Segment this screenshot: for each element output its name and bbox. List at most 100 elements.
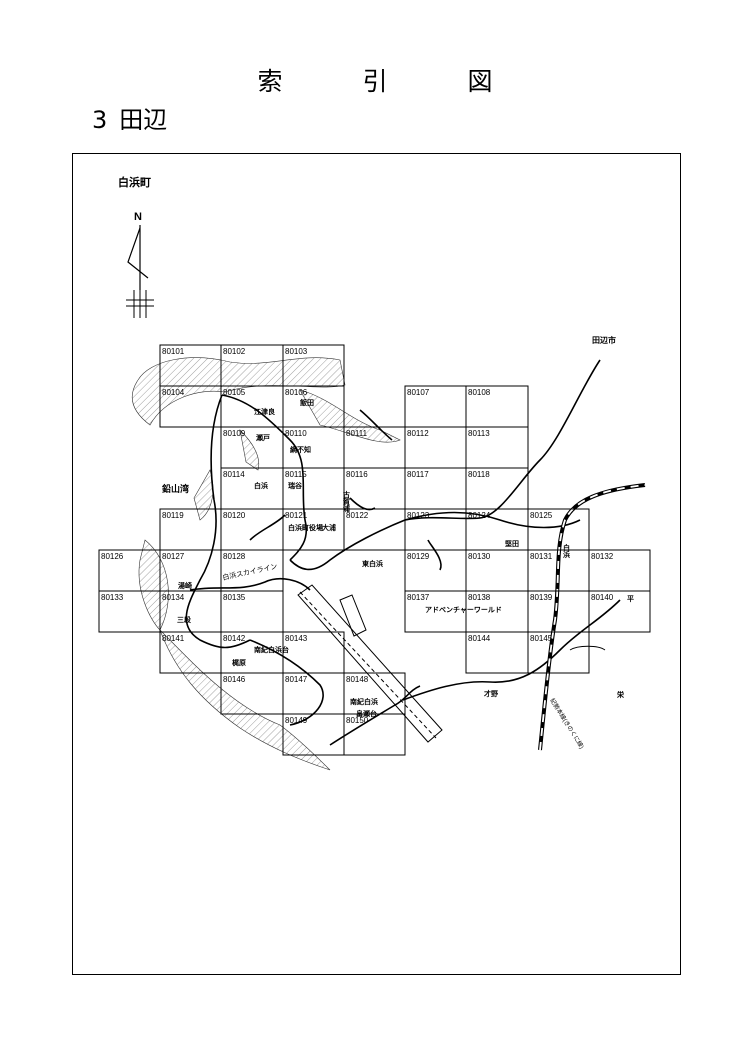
map-tile-number: 80114 bbox=[223, 470, 245, 479]
map-tile-number: 80148 bbox=[346, 675, 369, 684]
map-tile[interactable]: 80114 bbox=[220, 467, 284, 510]
place-label: 白浜町役場 bbox=[288, 523, 323, 532]
map-tile[interactable]: 80135 bbox=[220, 590, 284, 633]
place-label: 平 bbox=[627, 595, 634, 603]
map-tile-number: 80125 bbox=[530, 511, 553, 520]
bay-label: 鉛山湾 bbox=[161, 483, 189, 494]
map-tile-number: 80115 bbox=[285, 470, 307, 479]
map-tile-border bbox=[343, 713, 406, 756]
map-tile-number: 80127 bbox=[162, 552, 185, 561]
map-tile-number: 80118 bbox=[468, 470, 490, 479]
map-tile-number: 80139 bbox=[530, 593, 553, 602]
map-tile-number: 80110 bbox=[285, 429, 307, 438]
map-tile-number: 80102 bbox=[223, 347, 246, 356]
map-tile[interactable]: 80113 bbox=[465, 426, 529, 469]
place-label: 堅田 bbox=[505, 539, 519, 548]
map-tile-number: 80105 bbox=[223, 388, 246, 397]
map-tile-number: 80138 bbox=[468, 593, 491, 602]
map-tile-number: 80132 bbox=[591, 552, 614, 561]
map-tile-number: 80101 bbox=[162, 347, 185, 356]
map-tile[interactable]: 80117 bbox=[404, 467, 467, 510]
map-tile-number: 80133 bbox=[101, 593, 124, 602]
place-label: 白浜 bbox=[563, 543, 571, 559]
map-tile[interactable]: 80119 bbox=[159, 508, 222, 551]
place-label: 紀勢本線(きのくに線) bbox=[548, 697, 586, 750]
airport-runway bbox=[297, 584, 443, 743]
map-tile-number: 80144 bbox=[468, 634, 491, 643]
map-tile[interactable]: 80122 bbox=[343, 508, 406, 551]
place-label: 才野 bbox=[484, 689, 498, 698]
map-tile-number: 80149 bbox=[285, 716, 308, 725]
map-tile-number: 80131 bbox=[530, 552, 553, 561]
place-label: 飯田 bbox=[299, 398, 314, 407]
map-tile-number: 80112 bbox=[407, 429, 429, 438]
town-label: 白浜町 bbox=[118, 175, 151, 189]
place-label: アドベンチャーワールド bbox=[425, 606, 502, 614]
map-tile[interactable]: 80129 bbox=[404, 549, 467, 592]
map-tile[interactable]: 80123 bbox=[404, 508, 467, 551]
map-tile[interactable]: 80134 bbox=[159, 590, 222, 633]
map-tile[interactable]: 80116 bbox=[343, 467, 406, 510]
map-tile-number: 80150 bbox=[346, 716, 369, 725]
map-tile-number: 80113 bbox=[468, 429, 490, 438]
map-tile-number: 80135 bbox=[223, 593, 246, 602]
map-tile-number: 80117 bbox=[407, 470, 429, 479]
city-label: 田辺市 bbox=[592, 335, 616, 345]
place-label: 栄 bbox=[616, 690, 625, 699]
section-name: 田辺 bbox=[119, 106, 168, 134]
map-tile-number: 80134 bbox=[162, 593, 185, 602]
map-tile[interactable]: 80120 bbox=[220, 508, 284, 551]
map-tile[interactable]: 80108 bbox=[465, 385, 529, 428]
map-tile-number: 80121 bbox=[285, 511, 308, 520]
section-number: 3 bbox=[92, 106, 108, 134]
railway-line bbox=[538, 483, 646, 751]
map-tile-number: 80141 bbox=[162, 634, 185, 643]
map-tile-number: 80123 bbox=[407, 511, 430, 520]
map-tile-number: 80143 bbox=[285, 634, 308, 643]
map-tile[interactable]: 80132 bbox=[588, 549, 651, 592]
map-tile[interactable]: 80112 bbox=[404, 426, 467, 469]
map-tile-number: 80137 bbox=[407, 593, 430, 602]
section-heading: 3 田辺 bbox=[92, 100, 167, 135]
map-tile-number: 80129 bbox=[407, 552, 430, 561]
map-tile-number: 80119 bbox=[162, 511, 184, 520]
map-tile-number: 80120 bbox=[223, 511, 246, 520]
place-label: 瑞谷 bbox=[288, 481, 303, 490]
map-tile-number: 80126 bbox=[101, 552, 124, 561]
place-label: 畠瀬台 bbox=[356, 709, 377, 718]
map-tile[interactable]: 80118 bbox=[465, 467, 529, 510]
map-tile[interactable]: 80144 bbox=[465, 631, 529, 674]
place-label: 江津良 bbox=[254, 407, 275, 416]
place-label: 白浜スカイライン bbox=[222, 562, 279, 582]
map-tile[interactable]: 80140 bbox=[588, 590, 651, 633]
map-tile[interactable]: 80150 bbox=[343, 713, 406, 756]
map-tile[interactable]: 80130 bbox=[465, 549, 529, 592]
map-tile-number: 80109 bbox=[223, 429, 246, 438]
place-label: 東白浜 bbox=[362, 559, 383, 568]
north-arrow-icon bbox=[126, 225, 154, 318]
map-tile-number: 80145 bbox=[530, 634, 553, 643]
map-tile-number: 80106 bbox=[285, 388, 308, 397]
place-label: 古賀浦 bbox=[343, 490, 352, 513]
coastline-hatching bbox=[131, 357, 401, 771]
map-tile-number: 80104 bbox=[162, 388, 185, 397]
place-label: 瀬戸 bbox=[256, 433, 270, 442]
north-label: N bbox=[134, 211, 142, 223]
place-label: 三段 bbox=[177, 615, 191, 624]
map-tile-number: 80124 bbox=[468, 511, 491, 520]
page-title: 索引図 bbox=[257, 67, 573, 96]
place-label: 大浦 bbox=[322, 523, 336, 532]
map-tile-border bbox=[527, 631, 590, 674]
map-tile[interactable]: 80143 bbox=[282, 631, 345, 674]
place-label: 白浜 bbox=[254, 481, 268, 490]
map-tile-number: 80116 bbox=[346, 470, 368, 479]
map-tile[interactable]: 80107 bbox=[404, 385, 467, 428]
map-tile-border bbox=[588, 590, 651, 633]
map-tile-number: 80147 bbox=[285, 675, 308, 684]
map-tile[interactable]: 80145 bbox=[527, 631, 590, 674]
map-tile-number: 80111 bbox=[346, 429, 368, 438]
place-label: 綱不知 bbox=[290, 445, 311, 454]
